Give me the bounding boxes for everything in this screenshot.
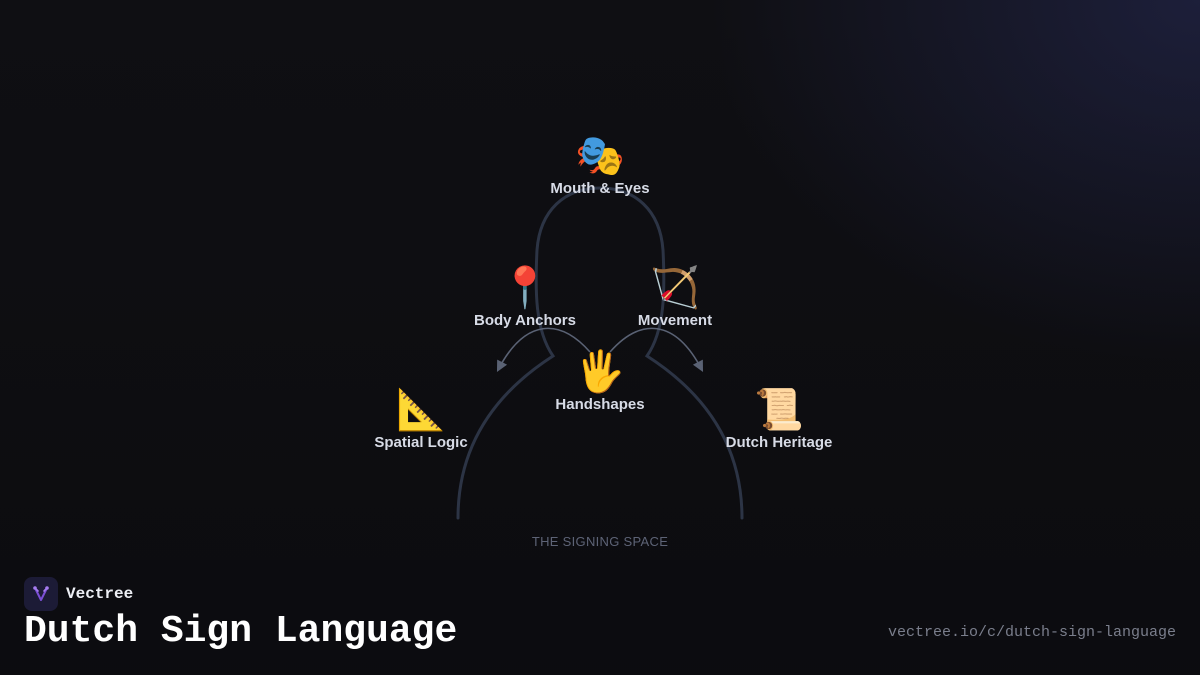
round-pushpin-icon: 📍 bbox=[500, 265, 550, 311]
performing-arts-icon: 🎭 bbox=[575, 133, 625, 179]
node-mouth-eyes: 🎭 Mouth & Eyes bbox=[550, 134, 649, 197]
node-dutch-heritage: 📜 Dutch Heritage bbox=[726, 388, 833, 451]
node-handshapes: 🖐️ Handshapes bbox=[555, 350, 644, 413]
node-spatial-logic: 📐 Spatial Logic bbox=[374, 388, 467, 451]
body-silhouette bbox=[456, 186, 744, 520]
node-label: Handshapes bbox=[555, 396, 645, 413]
node-label: Dutch Heritage bbox=[725, 434, 833, 451]
node-label: Body Anchors bbox=[474, 312, 576, 329]
node-label: Mouth & Eyes bbox=[550, 180, 650, 197]
page-url[interactable]: vectree.io/c/dutch-sign-language bbox=[887, 624, 1176, 641]
node-body-anchors: 📍 Body Anchors bbox=[474, 266, 576, 329]
node-movement: 🏹 Movement bbox=[638, 266, 712, 329]
brand-name: Vectree bbox=[66, 585, 134, 603]
scroll-icon: 📜 bbox=[754, 387, 804, 433]
node-label: Movement bbox=[637, 312, 713, 329]
arrow-to-spatial-logic bbox=[496, 327, 591, 372]
triangular-ruler-icon: 📐 bbox=[396, 387, 446, 433]
arrow-to-dutch-heritage bbox=[609, 327, 704, 372]
page-title: Dutch Sign Language bbox=[24, 610, 458, 653]
signing-space-label: THE SIGNING SPACE bbox=[531, 534, 669, 549]
bow-and-arrow-icon: 🏹 bbox=[650, 265, 700, 311]
node-label: Spatial Logic bbox=[374, 434, 468, 451]
brand[interactable]: Vectree bbox=[24, 577, 133, 611]
raised-hand-icon: 🖐️ bbox=[575, 349, 625, 395]
vectree-logo-icon bbox=[24, 577, 58, 611]
